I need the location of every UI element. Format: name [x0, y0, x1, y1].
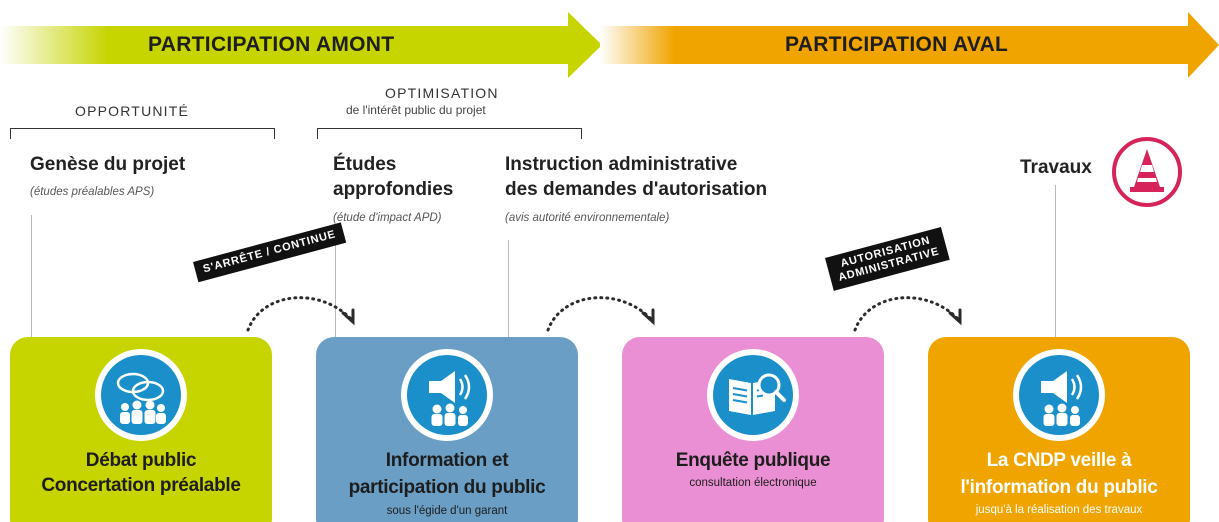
box-title-line2: participation du public: [348, 477, 546, 498]
icon-circle: [95, 349, 187, 441]
debat-public-box: Débat public Concertation préalable: [10, 337, 272, 522]
connector-line: [1055, 185, 1056, 340]
box-subtitle: jusqu'à la réalisation des travaux: [975, 504, 1143, 516]
box-title-line2: Concertation préalable: [41, 475, 241, 496]
genese-subtitle: (études préalables APS): [30, 186, 155, 198]
etudes-title-line2: approfondies: [333, 179, 454, 200]
participation-aval-label: PARTICIPATION AVAL: [785, 33, 1009, 56]
traffic-cone-icon: [1112, 137, 1182, 207]
box-title-line1: Débat public: [85, 450, 197, 471]
box-subtitle: consultation électronique: [689, 477, 817, 489]
box-subtitle: sous l'égide d'un garant: [386, 505, 508, 517]
icon-circle: [401, 349, 493, 441]
amont-arrow: [0, 12, 602, 78]
icon-disc: [713, 355, 793, 435]
icon-disc: [407, 355, 487, 435]
etudes-title-line1: Études: [333, 154, 397, 175]
optimisation-bracket: [317, 128, 582, 139]
box-title-line1: Information et: [385, 450, 509, 471]
box-title-line1: La CNDP veille à: [986, 450, 1132, 471]
connector-line: [508, 240, 509, 340]
phase-banner: [0, 12, 1219, 78]
enquete-publique-box: Enquête publique consultation électroniq…: [622, 337, 884, 522]
megaphone-crowd-icon: [1041, 371, 1083, 426]
connector-line: [31, 215, 32, 340]
icon-circle: [707, 349, 799, 441]
travaux-title: Travaux: [1020, 157, 1092, 178]
arrow-head: [641, 308, 655, 326]
genese-title: Genèse du projet: [30, 154, 186, 175]
optimisation-heading: OPTIMISATION: [385, 85, 499, 101]
icon-circle: [1013, 349, 1105, 441]
instruction-title-line1: Instruction administrative: [505, 154, 738, 175]
instruction-title-line2: des demandes d'autorisation: [505, 179, 768, 200]
instruction-subtitle: (avis autorité environnementale): [505, 212, 670, 224]
speech-bubbles-crowd-icon: [116, 372, 166, 424]
optimisation-subheading: de l'intérêt public du projet: [346, 103, 486, 117]
arrow-head: [948, 308, 962, 326]
opportunite-bracket: [10, 128, 275, 139]
participation-amont-label: PARTICIPATION AMONT: [148, 33, 395, 56]
document-magnifier-icon: [729, 373, 786, 415]
box-title-line2: l'information du public: [960, 477, 1158, 498]
cndp-veille-box: La CNDP veille à l'information du public…: [928, 337, 1190, 522]
dotted-arrow: [246, 296, 354, 332]
aval-arrow: [600, 12, 1219, 78]
connector-line: [335, 240, 336, 340]
icon-disc: [1019, 355, 1099, 435]
icon-disc: [101, 355, 181, 435]
dotted-arrow: [546, 296, 654, 332]
etudes-subtitle: (étude d'impact APD): [333, 212, 442, 224]
opportunite-heading: OPPORTUNITÉ: [75, 103, 190, 119]
information-participation-box: Information et participation du public s…: [316, 337, 578, 522]
megaphone-crowd-icon: [429, 371, 471, 426]
box-title-line1: Enquête publique: [675, 450, 831, 471]
dotted-arrow: [853, 296, 961, 332]
arrow-head: [341, 308, 355, 326]
